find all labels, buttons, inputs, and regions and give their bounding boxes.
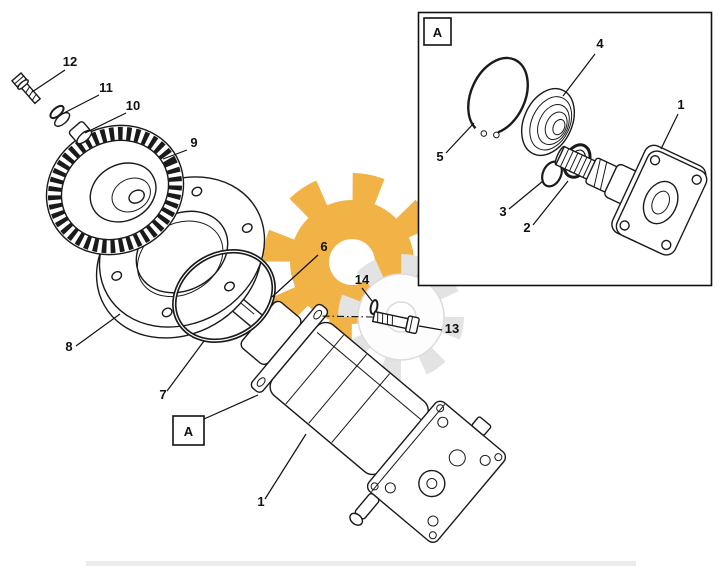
leader-1-inset — [660, 113, 679, 150]
leader-3 — [508, 180, 544, 210]
inset-marker-label: A — [433, 25, 443, 40]
flange-plate-part8 — [95, 176, 266, 339]
callout-5: 5 — [436, 149, 443, 164]
shaft-flange-part1-inset — [554, 144, 708, 256]
leader-8 — [75, 313, 121, 347]
leader-2 — [532, 180, 569, 226]
leader-4 — [562, 53, 596, 97]
pump-body-part1 — [222, 290, 507, 543]
washer-part11 — [49, 104, 71, 127]
section-marker-box — [172, 415, 205, 446]
bolt-alignment-dashline — [319, 315, 374, 318]
callout-9: 9 — [190, 135, 197, 150]
leader-5 — [445, 122, 475, 154]
callout-12: 12 — [63, 54, 77, 69]
gear-part9 — [45, 124, 185, 256]
inset-detail-a: A — [417, 11, 713, 287]
callout-6: 6 — [320, 239, 327, 254]
callout-1-inset: 1 — [677, 97, 684, 112]
inset-marker-box — [423, 17, 452, 46]
o-ring-part7 — [172, 249, 276, 343]
leader-6 — [271, 254, 319, 298]
leader-9 — [162, 149, 188, 160]
watermark-strip — [86, 561, 636, 566]
spacer-part10 — [68, 121, 93, 145]
section-marker-label: A — [184, 424, 194, 439]
leader-10 — [84, 112, 127, 134]
leader-1-main — [264, 433, 307, 500]
bolt-part12 — [10, 72, 42, 105]
bolt-part13 — [371, 310, 420, 335]
leader-14 — [361, 287, 373, 302]
callout-14: 14 — [355, 272, 370, 287]
callout-3: 3 — [499, 204, 506, 219]
leader-11 — [61, 94, 100, 115]
callout-13: 13 — [445, 321, 459, 336]
leader-a-marker — [203, 394, 259, 420]
callout-2: 2 — [523, 220, 530, 235]
seal-part4 — [520, 87, 576, 157]
callout-7: 7 — [159, 387, 166, 402]
callout-4: 4 — [596, 36, 604, 51]
white-gear-teeth — [338, 254, 464, 380]
callout-1-main: 1 — [257, 494, 264, 509]
snap-ring-part5 — [467, 56, 529, 139]
callout-8: 8 — [65, 339, 72, 354]
leader-7 — [166, 340, 205, 392]
washer-part14 — [369, 299, 379, 315]
callout-10: 10 — [126, 98, 140, 113]
leader-12 — [31, 69, 66, 93]
callout-11: 11 — [99, 80, 113, 95]
leader-13 — [418, 325, 443, 331]
main-callouts: 12 11 10 9 8 7 6 14 13 1 A — [31, 54, 459, 509]
